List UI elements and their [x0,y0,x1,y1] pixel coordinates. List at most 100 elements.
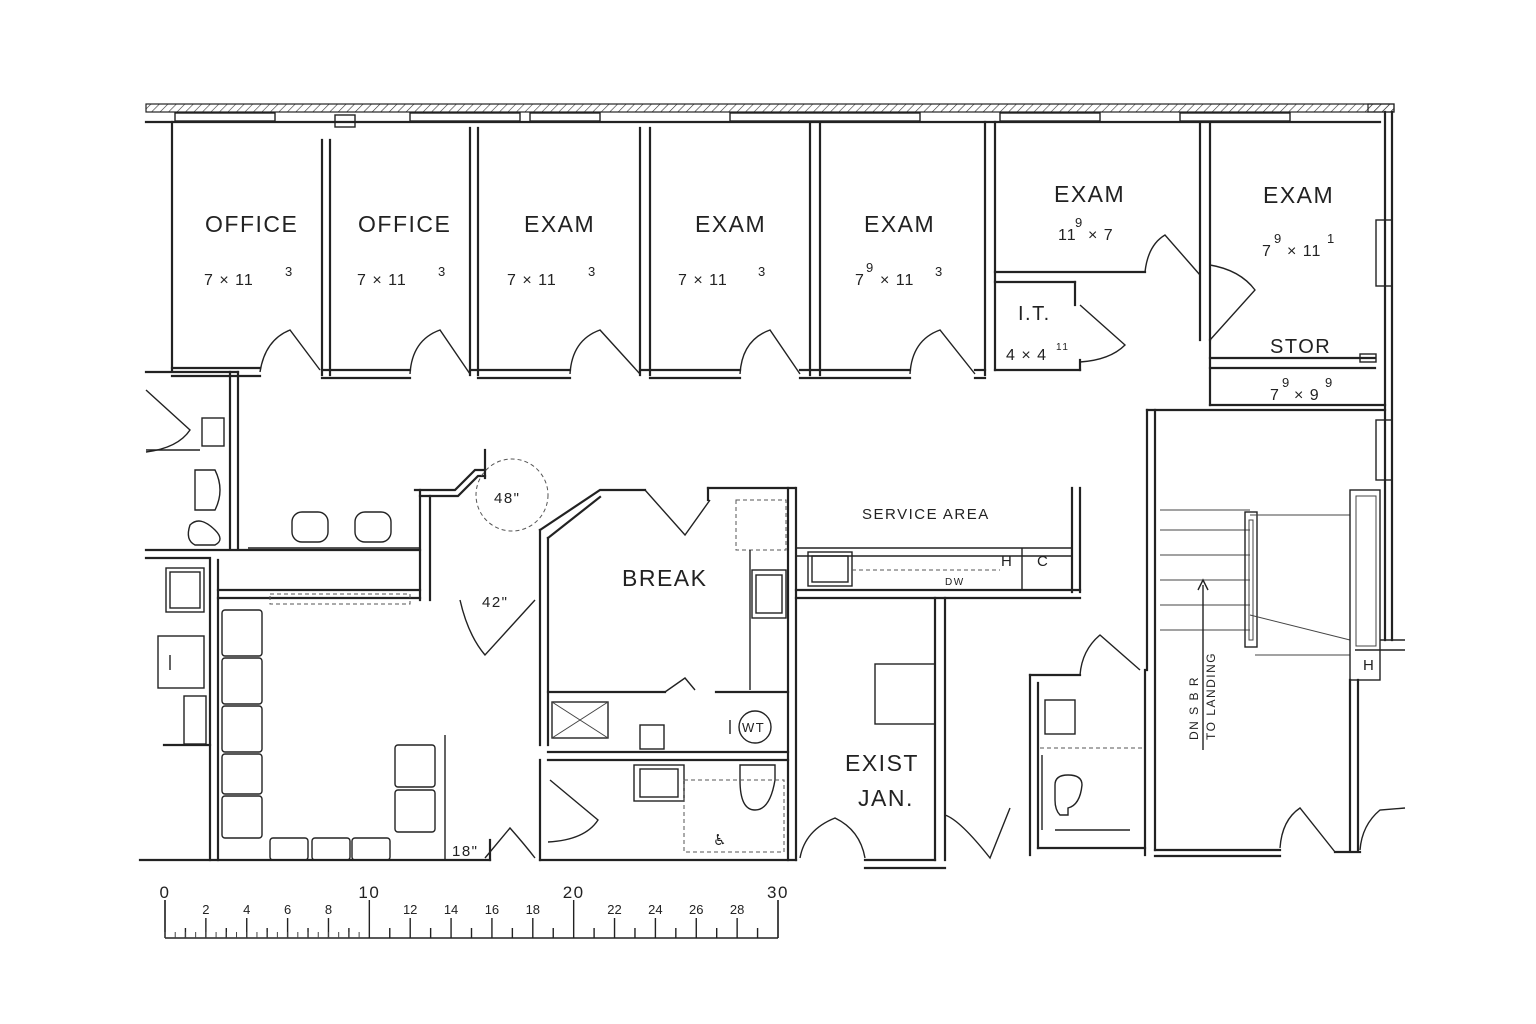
sink [1044,699,1076,735]
hot-label: H [1001,553,1013,570]
door-width-label: 18" [452,843,479,860]
room-dim: 7 × 11 [204,272,254,289]
room-name: EXIST [845,750,919,776]
waiting-area [138,558,536,862]
scale-minor-label: 4 [243,902,250,917]
room-dim-sup: 11 [1056,342,1069,353]
room-dim-sup: 1 [1327,231,1336,246]
clearance-label: 48" [494,490,521,507]
water-heater [738,710,772,744]
waiting-chair [221,753,263,795]
window [174,112,276,122]
room-dim-sup: 9 [1282,375,1291,390]
right-restroom [1028,408,1387,857]
toilet [1054,774,1083,816]
scale-minor-label: 24 [648,902,662,917]
room-dim: 7 × 11 [507,272,557,289]
scale-major-label: 30 [767,883,789,902]
chair [291,511,329,543]
window [409,112,521,122]
room-dim: 11 [1058,227,1077,244]
exterior-wall-right [1355,110,1405,651]
stair-label: DN S B R [1187,676,1201,740]
waiting-chair [221,705,263,753]
scale-minor-label: 28 [730,902,744,917]
room-dim-sup: 9 [1274,231,1283,246]
room-dim-sup: 3 [285,264,294,279]
scale-major-label: 0 [160,883,171,902]
room-dim: 7 [1270,387,1280,404]
stair-h-label: H [1363,657,1375,674]
scale-major-label: 10 [358,883,380,902]
waiting-chair [221,795,263,839]
room-dim: × 11 [1287,243,1321,260]
room-labels: OFFICE 7 × 11 3 OFFICE 7 × 11 3 EXAM 7 ×… [204,181,1336,811]
room-dim: × 9 [1294,387,1320,404]
toilet [739,764,776,811]
sink [201,417,225,447]
room-dim-sup: 9 [866,260,875,275]
stair-label: TO LANDING [1204,652,1218,740]
accessible-restroom: ♿ [538,750,798,862]
room-dim: 7 × 11 [678,272,728,289]
room-name: EXAM [1263,182,1334,208]
room-name: SERVICE AREA [862,506,990,523]
room-dim-sup: 3 [758,264,767,279]
room-dim-sup: 3 [438,264,447,279]
exterior-wall-top [144,103,1395,128]
window [729,112,921,122]
water-heater-label: WT [742,720,765,735]
scale-minor-label: 22 [607,902,621,917]
stairs [1153,489,1406,858]
room-name: STOR [1270,336,1331,358]
room-dim-sup: 3 [935,264,944,279]
sink [633,764,685,802]
door-42 [459,599,536,657]
left-restroom [144,370,422,560]
scale-minor-label: 6 [284,902,291,917]
scale-minor-label: 14 [444,902,458,917]
room-name: BREAK [622,565,707,591]
waiting-chair [221,657,263,705]
room-dim: 4 × 4 [1006,347,1047,364]
scale-major-label: 20 [563,883,585,902]
waiting-chair [221,609,263,657]
window [999,112,1101,122]
room-name: EXAM [864,211,935,237]
scale-minor-label: 12 [403,902,417,917]
room-dim: 7 [855,272,865,289]
chair [354,511,392,543]
room-name: EXAM [1054,181,1125,207]
room-dim-sup: 9 [1325,375,1334,390]
room-dim: 7 [1262,243,1272,260]
scale-minor-label: 26 [689,902,703,917]
scale-minor-label: 18 [526,902,540,917]
room-name: OFFICE [205,211,298,237]
room-name: JAN. [858,785,914,811]
window [529,112,601,122]
service-area [794,486,1082,600]
room-dim-sup: 3 [588,264,597,279]
scale-minor-label: 16 [485,902,499,917]
room-name: OFFICE [358,211,451,237]
fixture-labels: 48" 42" 18" WT H C DW H DN S B R TO LAND… [452,490,1375,860]
room-name: I.T. [1018,303,1051,325]
room-name: EXAM [695,211,766,237]
dishwasher-label: DW [945,577,965,588]
door-width-label: 42" [482,594,509,611]
scale-minor-label: 8 [325,902,332,917]
cold-label: C [1037,553,1049,570]
top-room-row [170,120,1387,407]
sink [751,569,787,619]
toilet [194,469,221,511]
room-name: EXAM [524,211,595,237]
window [1179,112,1291,122]
scale-minor-label: 2 [202,902,209,917]
janitor [799,596,1011,870]
break-room [538,486,798,862]
room-dim: × 7 [1088,227,1114,244]
room-dim-sup: 9 [1075,215,1084,230]
reception [216,448,549,605]
